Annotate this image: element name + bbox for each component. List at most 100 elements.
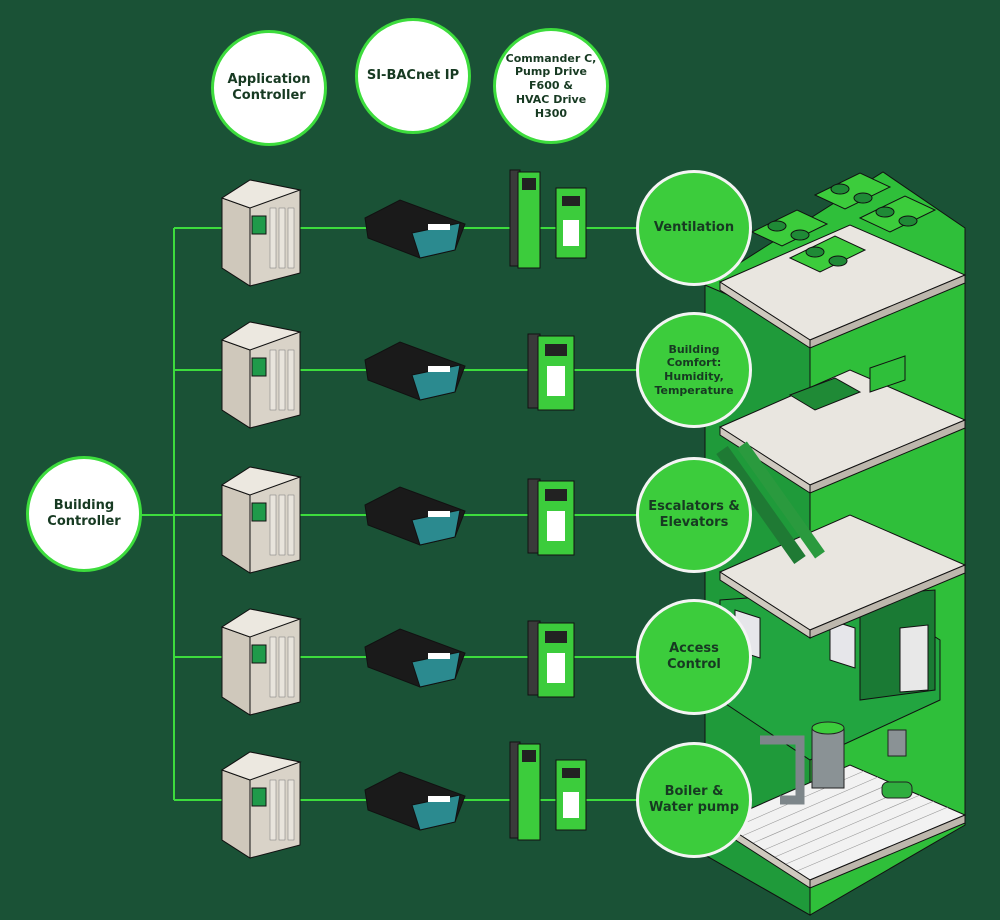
application-label: Escalators & Elevators	[648, 498, 740, 530]
drive-display	[562, 768, 580, 778]
drive-label	[563, 220, 579, 246]
cabinet-top	[220, 179, 302, 209]
tile-line	[796, 806, 949, 872]
application-label: Access Control	[667, 640, 721, 672]
cabinet-front	[221, 484, 251, 574]
cabinet-io-slot	[278, 779, 286, 841]
escalator-floor-edge	[809, 564, 966, 639]
cabinet-io-slot	[269, 207, 277, 269]
cabinet-io-slot	[287, 349, 295, 411]
control-panel	[887, 729, 907, 757]
rooftop-fan-unit	[858, 195, 937, 233]
fan-icon	[875, 206, 895, 218]
si-bacnet-ip-header: SI-BACnet IP	[355, 18, 471, 134]
cabinet-top	[220, 466, 302, 496]
drive-label	[547, 511, 565, 541]
water-pump	[881, 781, 913, 799]
drive-display	[522, 178, 536, 190]
header-label: SI-BACnet IP	[366, 67, 460, 83]
tile-line	[752, 782, 893, 844]
application-boiler-water-pump: Boiler & Water pump	[636, 742, 752, 858]
drive-label	[547, 366, 565, 396]
module-label	[428, 366, 450, 372]
fan-icon	[898, 215, 918, 227]
tile-line	[741, 776, 879, 837]
cabinet-io-slot	[269, 636, 277, 698]
drive-display	[545, 631, 567, 643]
cabinet-io-slot	[269, 494, 277, 556]
window	[829, 619, 856, 669]
cabinet-front	[221, 626, 251, 716]
fan-icon	[805, 246, 825, 258]
cabinet-io-slot	[287, 779, 295, 841]
cabinet-top	[220, 608, 302, 638]
building-illustration	[704, 171, 967, 916]
cabinet-display	[251, 644, 267, 664]
commander-drive-large	[517, 171, 541, 269]
roof-slab-edge	[809, 274, 966, 349]
cabinet-io-slot	[287, 636, 295, 698]
basement-tile-floor-edge	[809, 814, 966, 889]
rooftop-fan-unit	[813, 172, 892, 210]
drive-label	[547, 653, 565, 683]
cabinet-io-slot	[278, 494, 286, 556]
cabinet-display	[251, 357, 267, 377]
application-controller-header: Application Controller	[211, 30, 327, 146]
fan-icon	[830, 183, 850, 195]
pipe	[760, 735, 805, 805]
fan-icon	[790, 229, 810, 241]
cabinet-io-slot	[278, 349, 286, 411]
reception-desk	[869, 355, 906, 393]
building-controller-label: Building Controller	[47, 497, 121, 529]
tile-line	[763, 788, 907, 851]
cabinet-display	[251, 215, 267, 235]
device-row	[220, 466, 575, 574]
cabinet-io-slot	[269, 779, 277, 841]
device-row	[220, 608, 575, 716]
cabinet-top	[220, 751, 302, 781]
boiler-tank	[811, 727, 845, 789]
fan-icon	[767, 220, 787, 232]
cabinet-front	[221, 339, 251, 429]
application-building-comfort: Building Comfort: Humidity, Temperature	[636, 312, 752, 428]
tile-line	[774, 794, 921, 858]
application-access-control: Access Control	[636, 599, 752, 715]
rooftop-fan-unit	[750, 209, 829, 247]
cabinet-front	[221, 769, 251, 859]
module-label	[428, 796, 450, 802]
header-label: Application Controller	[227, 71, 311, 103]
application-label: Ventilation	[653, 219, 735, 235]
cabinet-io-slot	[287, 494, 295, 556]
device-row	[220, 321, 575, 429]
header-label: Commander C, Pump Drive F600 & HVAC Driv…	[505, 51, 597, 120]
fan-icon	[828, 255, 848, 267]
boiler-top	[811, 721, 845, 735]
application-ventilation: Ventilation	[636, 170, 752, 286]
office-floor-edge	[809, 419, 966, 494]
commander-drive-large	[517, 743, 541, 841]
drive-display	[545, 489, 567, 501]
cabinet-top	[220, 321, 302, 351]
cabinet-display	[251, 787, 267, 807]
cabinet-io-slot	[287, 207, 295, 269]
cabinet-display	[251, 502, 267, 522]
device-row	[220, 169, 587, 287]
module-label	[428, 224, 450, 230]
door	[899, 624, 929, 693]
application-label: Boiler & Water pump	[648, 783, 740, 815]
drive-display	[522, 750, 536, 762]
drive-label	[563, 792, 579, 818]
drive-display	[545, 344, 567, 356]
cabinet-io-slot	[278, 207, 286, 269]
drive-display	[562, 196, 580, 206]
office-desk	[788, 377, 862, 411]
rooftop-fan-unit	[788, 235, 867, 273]
escalator	[716, 445, 806, 565]
application-label: Building Comfort: Humidity, Temperature	[654, 342, 734, 397]
drives-header: Commander C, Pump Drive F600 & HVAC Driv…	[493, 28, 609, 144]
tile-line	[785, 800, 935, 865]
building-controller: Building Controller	[26, 456, 142, 572]
module-label	[428, 511, 450, 517]
module-label	[428, 653, 450, 659]
